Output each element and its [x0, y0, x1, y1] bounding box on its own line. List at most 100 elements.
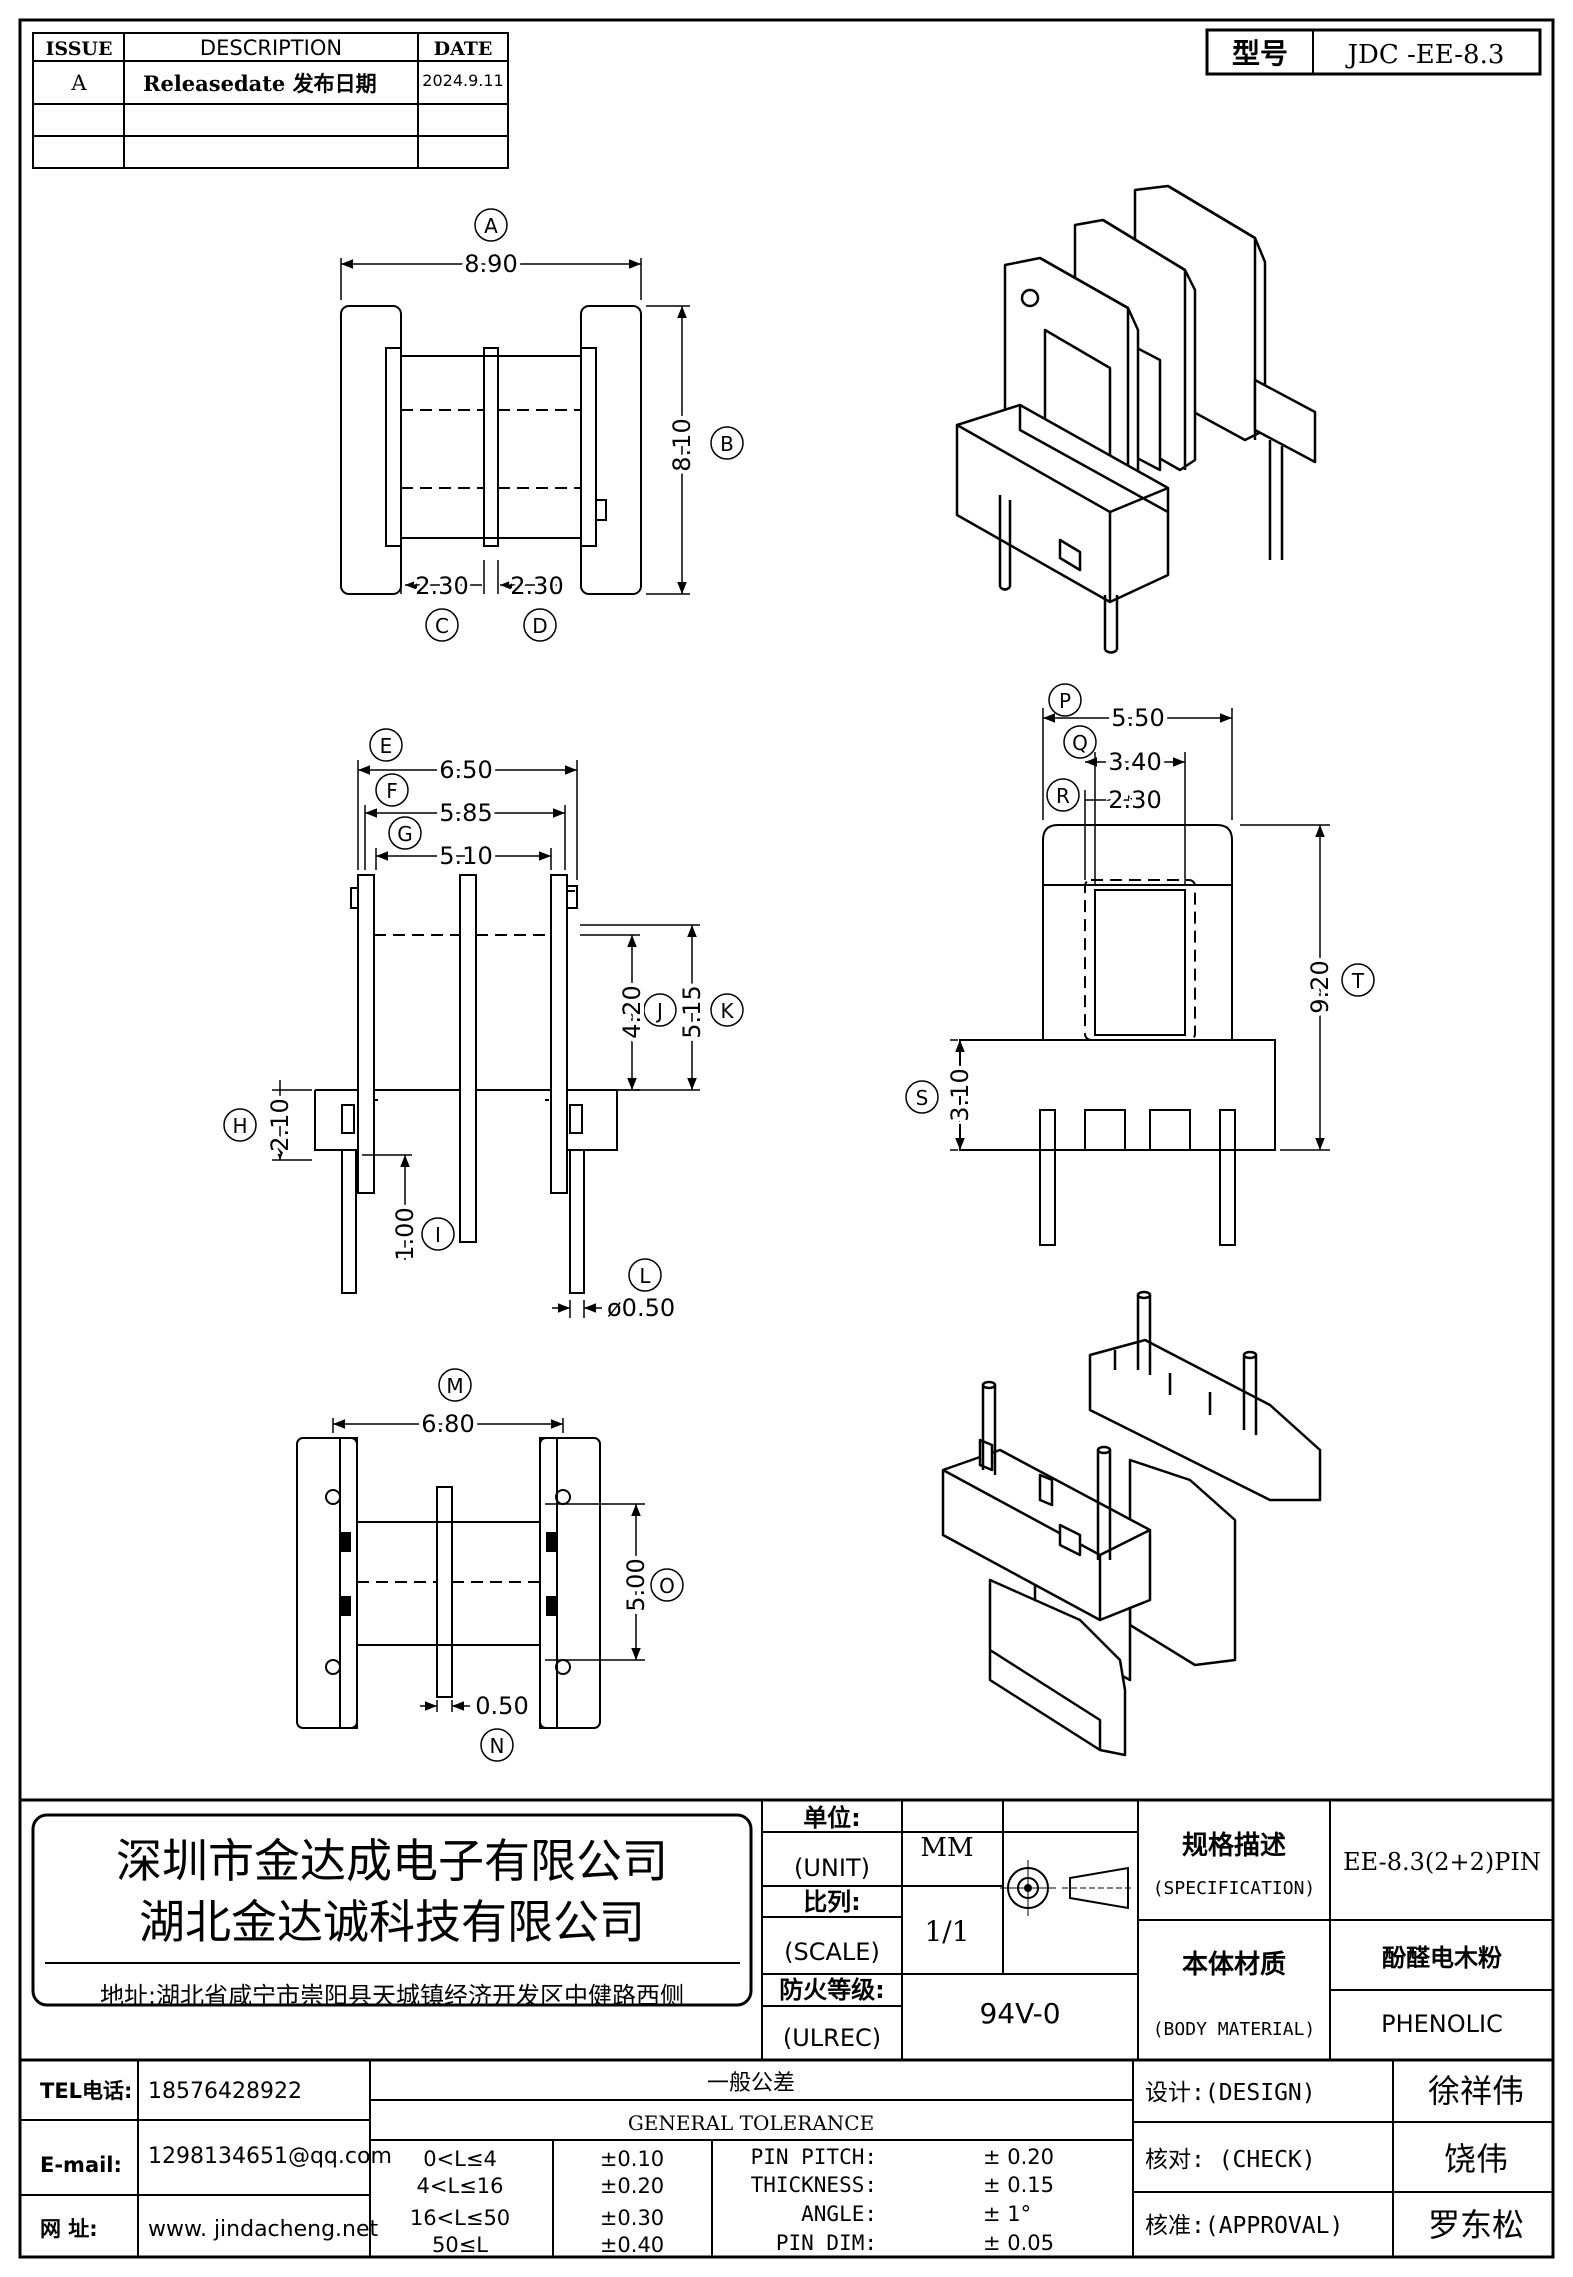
- marker-i: I: [435, 1223, 441, 1247]
- tol-value: ±0.10: [600, 2147, 664, 2171]
- fire-label-en: (ULREC): [783, 2024, 881, 2052]
- tol-item-label: PIN PITCH:: [751, 2145, 877, 2169]
- revision-table: [32, 32, 509, 169]
- material-label-en: (BODY MATERIAL): [1153, 2019, 1316, 2040]
- spec-label-en: (SPECIFICATION): [1153, 1878, 1316, 1899]
- dim-o: 5.00: [622, 1558, 650, 1611]
- tol-range: 4<L≤16: [417, 2174, 504, 2198]
- marker-s: S: [916, 1086, 929, 1110]
- tol-item-label: THICKNESS:: [751, 2173, 877, 2197]
- web-value: www. jindacheng.net: [148, 2217, 379, 2242]
- rev-header-issue: ISSUE: [46, 38, 113, 60]
- model-value: JDC -EE-8.3: [1345, 40, 1505, 70]
- tel-value: 18576428922: [148, 2079, 302, 2104]
- tol-value: ±0.40: [600, 2233, 664, 2257]
- rev-row-description: Releasedate 发布日期: [143, 71, 377, 96]
- marker-q: Q: [1072, 731, 1088, 755]
- tol-item-value: ± 0.15: [983, 2173, 1054, 2197]
- scale-label-en: (SCALE): [784, 1938, 880, 1966]
- front-view: [223, 728, 744, 1318]
- scale-value: 1/1: [924, 1915, 969, 1948]
- dim-e: 6.50: [439, 756, 492, 784]
- unit-value: MM: [920, 1833, 973, 1863]
- sheet-border: [18, 18, 1555, 2259]
- check-name: 饶伟: [1444, 2140, 1508, 2178]
- marker-m: M: [446, 1374, 463, 1398]
- marker-j: J: [655, 999, 663, 1023]
- approval-label: 核准:(APPROVAL): [1145, 2213, 1343, 2239]
- dim-r: 2.30: [1108, 786, 1161, 814]
- web-label: 网 址:: [40, 2217, 98, 2241]
- marker-b: B: [720, 432, 734, 456]
- marker-k: K: [720, 999, 734, 1023]
- tolerance-title-cn: 一般公差: [707, 2071, 795, 2096]
- scale-label-cn: 比列:: [803, 1888, 861, 1916]
- unit-label-cn: 单位:: [803, 1804, 861, 1832]
- marker-d: D: [532, 614, 547, 638]
- material-label-cn: 本体材质: [1182, 1950, 1286, 1980]
- dim-m: 6.80: [421, 1410, 474, 1438]
- dim-d: 2.30: [510, 572, 563, 600]
- tol-item-label: PIN DIM:: [776, 2231, 877, 2255]
- dim-g: 5.10: [439, 842, 492, 870]
- dim-i: 1.00: [391, 1207, 419, 1260]
- approval-name: 罗东松: [1428, 2206, 1524, 2244]
- top-view: [340, 208, 744, 642]
- fire-label-cn: 防火等级:: [779, 1976, 885, 2004]
- tol-range: 0<L≤4: [423, 2147, 497, 2171]
- tolerance-title-en: GENERAL TOLERANCE: [628, 2111, 874, 2135]
- marker-c: C: [435, 614, 449, 638]
- rev-header-description: DESCRIPTION: [200, 36, 342, 60]
- tol-item-label: ANGLE:: [801, 2202, 877, 2226]
- rev-row-date: 2024.9.11: [422, 71, 503, 90]
- dim-s: 3.10: [946, 1068, 974, 1121]
- side-view: [905, 683, 1375, 1246]
- tol-value: ±0.20: [600, 2174, 664, 2198]
- tolerance-ranges: 0<L≤4 4<L≤16 16<L≤50 50≤L ±0.10 ±0.20 ±0…: [410, 2147, 664, 2257]
- dim-t: 9.20: [1306, 960, 1334, 1013]
- fire-value: 94V-0: [979, 1997, 1060, 2030]
- email-label: E-mail:: [40, 2153, 122, 2177]
- tol-item-value: ± 1°: [983, 2202, 1031, 2226]
- marker-a: A: [484, 214, 498, 238]
- spec-value: EE-8.3(2+2)PIN: [1343, 1848, 1541, 1876]
- marker-r: R: [1056, 784, 1070, 808]
- dim-c: 2.30: [415, 572, 468, 600]
- check-label: 核对: (CHECK): [1145, 2147, 1316, 2173]
- rev-header-date: DATE: [434, 38, 493, 60]
- rev-row-issue: A: [70, 71, 87, 95]
- bottom-view: [296, 1368, 684, 1762]
- dim-j: 4.20: [618, 985, 646, 1038]
- tol-item-value: ± 0.05: [983, 2231, 1054, 2255]
- marker-f: F: [386, 779, 398, 803]
- marker-g: G: [397, 822, 413, 846]
- isometric-view-2: [941, 1290, 1322, 1757]
- unit-label-en: (UNIT): [794, 1854, 870, 1882]
- material-value-en: PHENOLIC: [1381, 2010, 1503, 2038]
- dim-f: 5.85: [439, 799, 492, 827]
- dim-n: 0.50: [475, 1692, 528, 1720]
- marker-h: H: [232, 1114, 247, 1138]
- marker-n: N: [490, 1734, 505, 1758]
- design-label: 设计:(DESIGN): [1145, 2080, 1316, 2106]
- marker-o: O: [659, 1574, 675, 1598]
- marker-e: E: [380, 734, 393, 758]
- tol-range: 16<L≤50: [410, 2206, 510, 2230]
- marker-p: P: [1059, 689, 1071, 713]
- tel-label: TEL电话:: [40, 2079, 132, 2103]
- dim-q: 3.40: [1108, 748, 1161, 776]
- company-address: 地址:湖北省咸宁市崇阳县天城镇经济开发区中健路西侧: [100, 1982, 684, 2010]
- dim-a: 8.90: [464, 250, 517, 278]
- dim-l: ø0.50: [607, 1294, 675, 1322]
- marker-t: T: [1351, 969, 1365, 993]
- dim-p: 5.50: [1111, 704, 1164, 732]
- email-value: 1298134651@qq.com: [148, 2144, 392, 2169]
- tol-range: 50≤L: [432, 2233, 488, 2257]
- design-name: 徐祥伟: [1428, 2072, 1524, 2110]
- titleblock-lines: [20, 1798, 1553, 2257]
- tolerance-items: PIN PITCH: THICKNESS: ANGLE: PIN DIM: ± …: [751, 2145, 1054, 2255]
- marker-l: L: [639, 1264, 651, 1288]
- dim-h: 2.10: [266, 1098, 294, 1151]
- tol-item-value: ± 0.20: [983, 2145, 1054, 2169]
